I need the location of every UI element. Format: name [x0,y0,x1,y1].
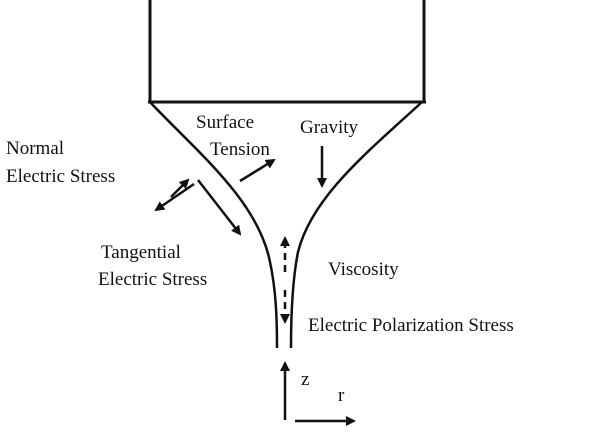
cone-right-outline [289,101,423,349]
tangential-stress-arrow [197,179,242,236]
label-polarization: Electric Polarization Stress [308,315,514,336]
label-axis-z: z [301,369,309,390]
label-axis-r: r [338,385,345,406]
normal-stress-arrow-out [154,182,195,212]
label-normal-2: Electric Stress [6,166,115,187]
force-arrows [154,146,327,324]
label-normal-1: Normal [6,138,64,159]
taylor-cone [149,101,423,349]
coordinate-axes [280,361,356,426]
surface-tension-arrow [239,158,276,183]
capillary-nozzle [148,0,426,104]
label-tangential-1: Tangential [101,242,181,263]
label-viscosity: Viscosity [328,259,399,280]
normal-stress-arrow-in [170,178,190,198]
label-surface-tension-2: Tension [210,139,270,160]
cone-left-outline [149,101,279,349]
label-surface-tension-1: Surface [196,112,254,133]
label-gravity: Gravity [300,117,359,138]
label-tangential-2: Electric Stress [98,269,207,290]
force-labels: Surface Tension Gravity Normal Electric … [6,112,514,406]
